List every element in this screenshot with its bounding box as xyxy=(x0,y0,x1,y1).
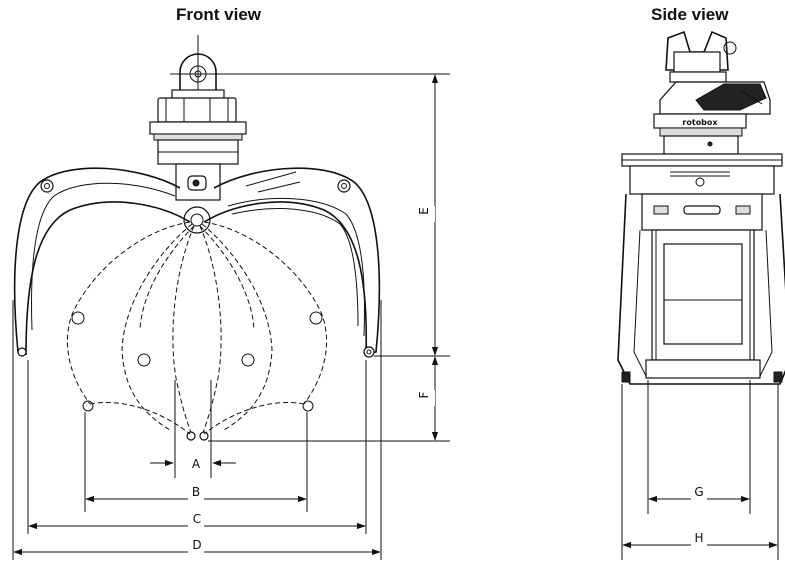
dim-label-c: C xyxy=(193,512,201,526)
front-rotator xyxy=(149,97,247,201)
side-link xyxy=(665,30,737,83)
dim-label-h: H xyxy=(694,531,703,545)
side-view-grapple: rotobox xyxy=(617,30,785,385)
side-frame xyxy=(621,153,783,231)
side-dimensions xyxy=(621,380,779,560)
side-jaw-body xyxy=(617,193,785,385)
side-view-title: Side view xyxy=(651,5,729,24)
front-dimension-labels: A B C D E F xyxy=(188,206,435,554)
front-link-eye xyxy=(170,35,236,101)
dim-label-b: B xyxy=(192,485,200,499)
side-rotator: rotobox xyxy=(653,81,771,155)
dim-label-a: A xyxy=(192,457,201,471)
dim-label-f: F xyxy=(417,391,431,398)
side-rotator-logo: rotobox xyxy=(682,118,718,127)
front-view-grapple xyxy=(13,35,381,441)
side-dimension-labels: G H xyxy=(691,485,707,547)
dim-label-g: G xyxy=(694,485,703,499)
front-view-title: Front view xyxy=(176,5,262,24)
front-jaws-mid xyxy=(66,221,328,431)
front-center-pivot xyxy=(183,206,211,234)
front-jaws-open xyxy=(13,167,381,358)
front-jaws-closed xyxy=(82,225,314,441)
dim-label-d: D xyxy=(192,538,201,552)
dim-label-e: E xyxy=(417,207,431,215)
